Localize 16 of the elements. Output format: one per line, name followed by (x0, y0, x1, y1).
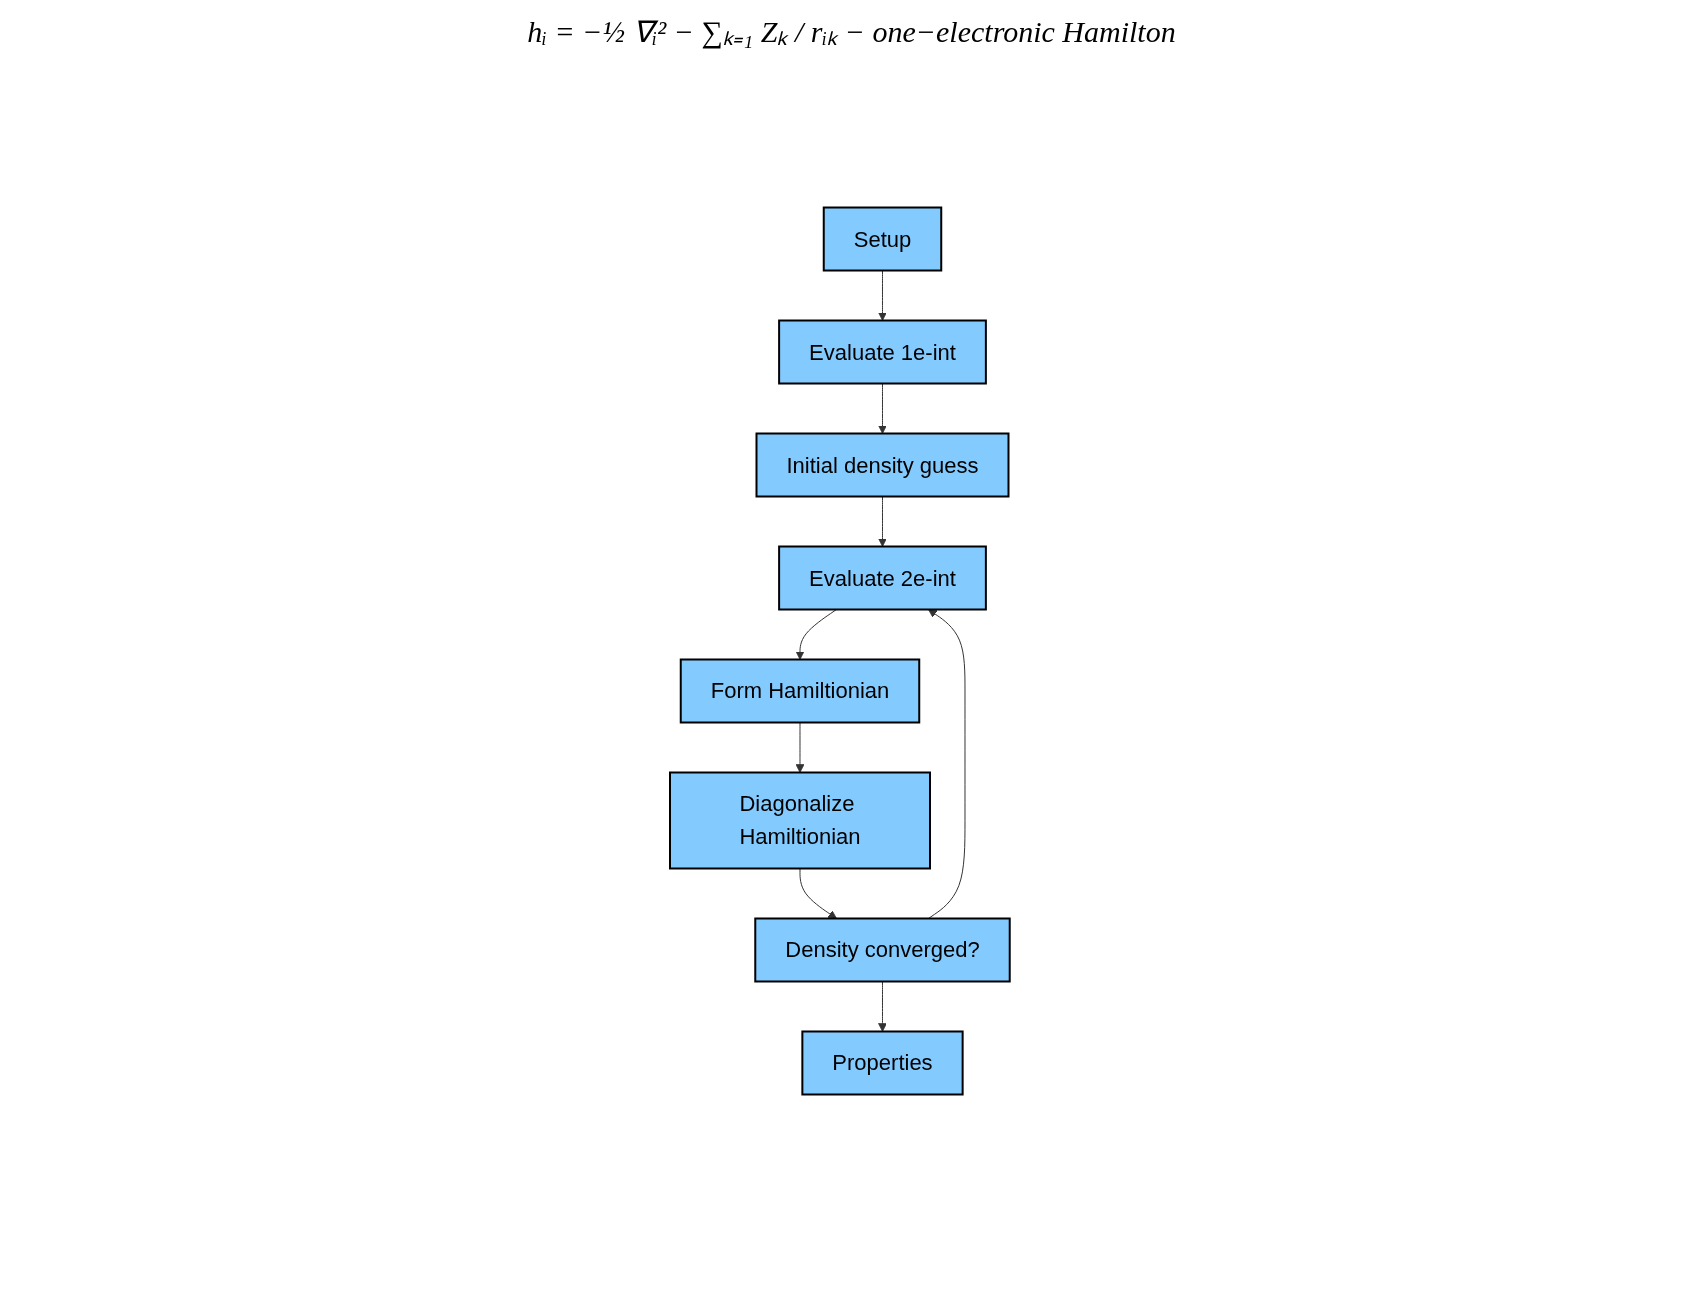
arrow (878, 496, 888, 547)
arrow (878, 270, 888, 321)
arrow (799, 868, 838, 919)
node-box: Setup (822, 206, 943, 272)
arrow (928, 609, 966, 919)
node-box: Diagonalize Hamiltionian (669, 771, 932, 870)
arrow (878, 383, 888, 434)
node-box: Initial density guess (755, 432, 1010, 498)
arrow (878, 981, 888, 1032)
node-box: Form Hamiltionian (679, 658, 921, 724)
node-box: Evaluate 2e-int (778, 545, 987, 611)
node-box: Evaluate 1e-int (778, 319, 987, 385)
node-box: Density converged? (754, 917, 1011, 983)
node-box: Properties (801, 1030, 964, 1096)
arrow (795, 722, 805, 773)
formula-text: hᵢ = −½ ∇ᵢ² − ∑ₖ₌₁ Zₖ / rᵢₖ − one−electronic Hamilton (526, 14, 1177, 51)
